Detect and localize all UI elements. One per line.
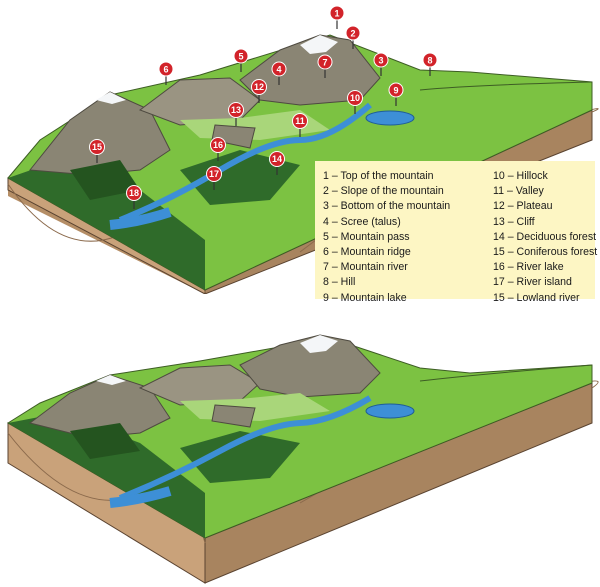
pin-9: 9: [388, 82, 404, 106]
landscape-art: [7, 334, 599, 584]
legend-item: 14 – Deciduous forest: [493, 230, 597, 243]
landscape-block-bottom: [7, 334, 599, 584]
pin-4: 4: [271, 61, 287, 85]
pin-14-label: 14: [272, 154, 282, 164]
legend-column-left: 1 – Top of the mountain 2 – Slope of the…: [323, 169, 487, 304]
pin-10: 10: [347, 90, 363, 114]
pin-12: 12: [251, 79, 267, 103]
legend-item: 13 – Cliff: [493, 215, 535, 228]
landscape-block-top: 1 2 3 4 5 6 7 8 9 10 11 12 13 14 15 16 1…: [7, 5, 599, 294]
pin-3: 3: [373, 52, 389, 76]
pin-3-label: 3: [378, 56, 383, 66]
pin-15-label: 15: [92, 142, 102, 152]
legend-column-right: 10 – Hillock 11 – Valley 12 – Plateau 13…: [493, 169, 598, 304]
pin-7-label: 7: [322, 58, 327, 68]
legend-item: 16 – River lake: [493, 261, 564, 274]
pin-13-label: 13: [231, 105, 241, 115]
pin-11: 11: [292, 113, 308, 137]
labeled-landscape-diagram: 1 2 3 4 5 6 7 8 9 10 11 12 13 14 15 16 1…: [7, 5, 599, 294]
legend-item: 8 – Hill: [323, 276, 356, 289]
legend-item: 11 – Valley: [493, 185, 544, 198]
pin-5-label: 5: [238, 52, 243, 62]
pin-12-label: 12: [254, 82, 264, 92]
pin-1: 1: [329, 5, 345, 29]
legend-item: 17 – River island: [493, 276, 572, 289]
pin-14: 14: [269, 151, 285, 175]
pin-17: 17: [206, 166, 222, 190]
pin-9-label: 9: [393, 86, 398, 96]
legend-item: 6 – Mountain ridge: [323, 246, 411, 259]
pin-17-label: 17: [209, 169, 219, 179]
pin-7: 7: [317, 54, 333, 78]
pin-10-label: 10: [350, 93, 360, 103]
legend-item: 10 – Hillock: [493, 170, 548, 182]
pin-18: 18: [126, 185, 142, 209]
legend-item: 5 – Mountain pass: [323, 230, 410, 243]
legend-item: 2 – Slope of the mountain: [323, 185, 444, 198]
pin-13: 13: [228, 102, 244, 126]
legend-item: 3 – Bottom of the mountain: [323, 200, 451, 213]
pin-markers: 1 2 3 4 5 6 7 8 9 10 11 12 13 14 15 16 1…: [89, 5, 438, 209]
pin-8: 8: [422, 52, 438, 76]
pin-1-label: 1: [334, 9, 339, 19]
pin-6-label: 6: [163, 65, 168, 75]
legend-box: 1 – Top of the mountain 2 – Slope of the…: [315, 161, 598, 304]
pin-2: 2: [345, 25, 361, 49]
legend-item: 7 – Mountain river: [323, 261, 408, 274]
pin-18-label: 18: [129, 188, 139, 198]
legend-item: 12 – Plateau: [493, 200, 553, 213]
pin-16-label: 16: [213, 140, 223, 150]
pin-2-label: 2: [350, 29, 355, 39]
unlabeled-landscape-diagram: [0, 293, 600, 587]
legend-item: 15 – Lowland river: [493, 291, 580, 304]
pin-16: 16: [210, 137, 226, 161]
pin-6: 6: [158, 61, 174, 85]
pin-5: 5: [233, 48, 249, 72]
legend-item: 9 – Mountain lake: [323, 291, 407, 304]
legend-item: 4 – Scree (talus): [323, 215, 401, 228]
pin-11-label: 11: [295, 116, 305, 126]
pin-8-label: 8: [427, 56, 432, 66]
legend-item: 15 – Coniferous forest: [493, 246, 598, 259]
legend-item: 1 – Top of the mountain: [323, 170, 434, 182]
landscape-art: [7, 34, 599, 294]
pin-15: 15: [89, 139, 105, 163]
pin-4-label: 4: [276, 65, 281, 75]
